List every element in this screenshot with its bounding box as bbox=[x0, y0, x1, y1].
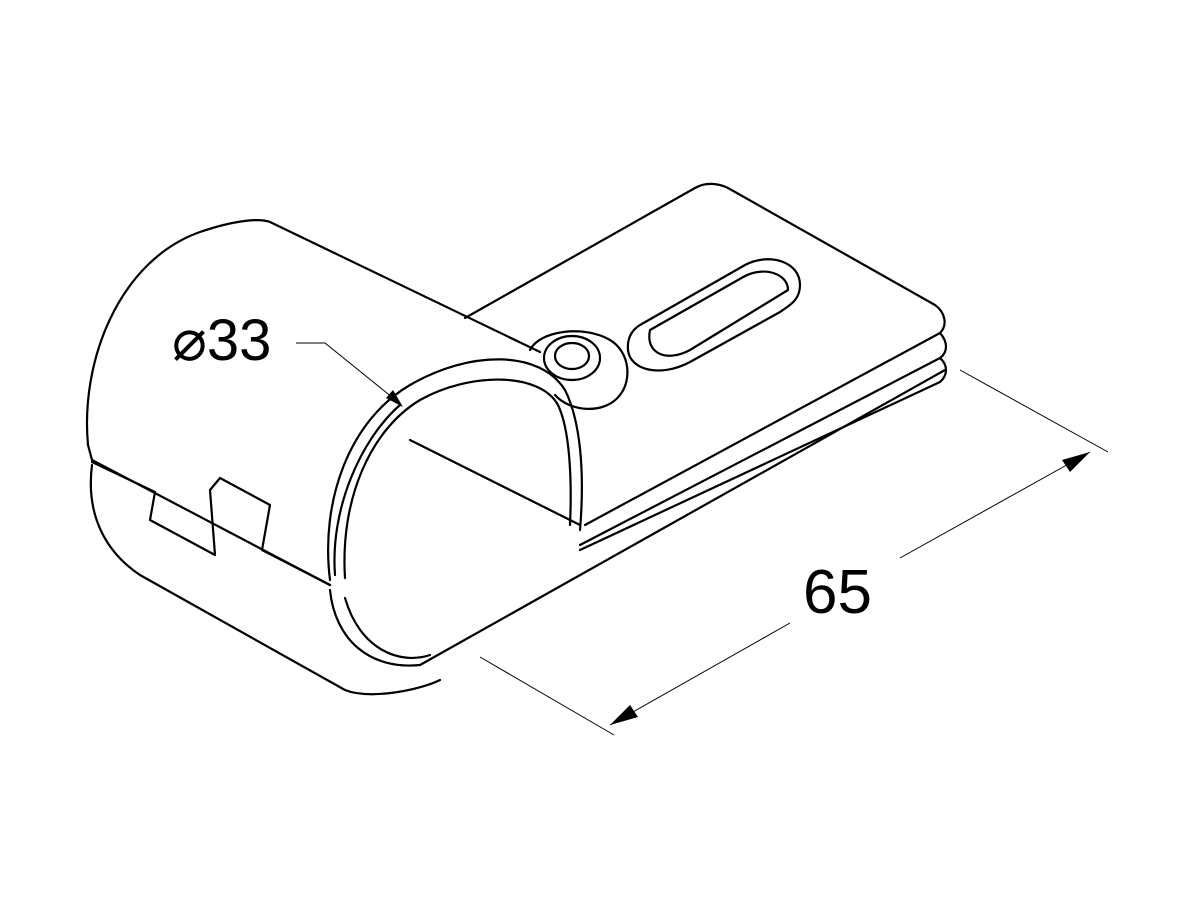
diameter-label: ⌀33 bbox=[172, 308, 272, 373]
clamp-upper-shell bbox=[85, 219, 583, 587]
nut bbox=[528, 330, 629, 410]
clamp-lower-shell bbox=[89, 368, 947, 696]
length-label: 65 bbox=[803, 558, 872, 627]
mounting-plate bbox=[408, 182, 948, 552]
slot bbox=[626, 258, 802, 372]
diameter-dimension bbox=[296, 342, 403, 407]
length-dimension bbox=[479, 369, 1109, 736]
